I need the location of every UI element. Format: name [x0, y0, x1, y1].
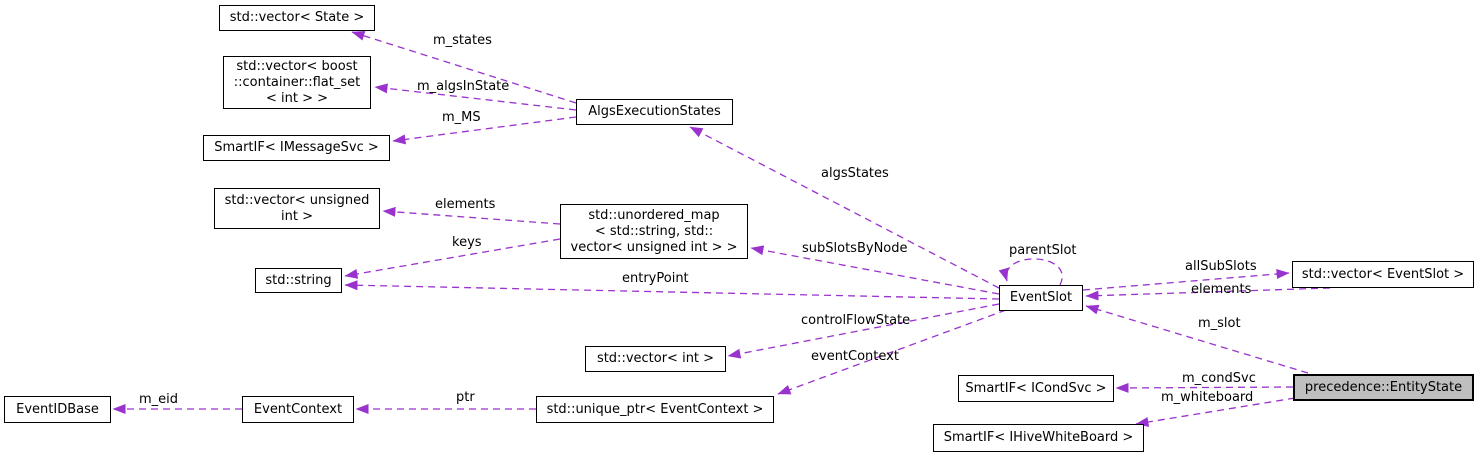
- node-event-id-base[interactable]: EventIDBase: [4, 396, 111, 423]
- edge-label-m-algsInState: m_algsInState: [417, 79, 510, 94]
- edge-label-allSubSlots: allSubSlots: [1185, 259, 1257, 274]
- edge-label-subSlotsByNode: subSlotsByNode: [802, 241, 908, 256]
- edge-label-m-eid: m_eid: [139, 392, 179, 407]
- edge-label-m-states: m_states: [433, 33, 492, 48]
- edge-label-m-MS: m_MS: [442, 110, 481, 125]
- edge-label-m-condSvc: m_condSvc: [1182, 371, 1256, 386]
- node-smartif-ihivewhiteboard[interactable]: SmartIF< IHiveWhiteBoard >: [933, 424, 1144, 452]
- edge-label-m-whiteboard: m_whiteboard: [1161, 390, 1254, 405]
- edge-m-MS: [392, 116, 577, 145]
- edge-m-whiteboard: [1135, 397, 1296, 427]
- node-std-vector-event-slot[interactable]: std::vector< EventSlot >: [1292, 261, 1474, 288]
- node-std-vector-state[interactable]: std::vector< State >: [219, 5, 375, 31]
- node-std-vector-int[interactable]: std::vector< int >: [585, 346, 726, 372]
- edge-label-algsStates: algsStates: [821, 166, 889, 181]
- edge-m-condSvc: [1115, 382, 1294, 393]
- edge-elements-map: [382, 206, 561, 225]
- node-event-slot[interactable]: EventSlot: [999, 285, 1083, 311]
- edge-keys: [344, 238, 561, 279]
- edge-label-eventContext: eventContext: [811, 349, 899, 364]
- node-smartif-icondsvc[interactable]: SmartIF< ICondSvc >: [958, 375, 1114, 402]
- edge-subSlotsByNode: [750, 245, 1000, 295]
- edge-label-parentSlot: parentSlot: [1009, 243, 1077, 258]
- node-precedence-entity-state: precedence::EntityState: [1293, 374, 1474, 401]
- edge-m-algsInState: [374, 83, 577, 111]
- edge-label-m-slot: m_slot: [1198, 316, 1241, 331]
- node-smartif-imessagesvc[interactable]: SmartIF< IMessageSvc >: [203, 135, 390, 161]
- node-std-unordered-map[interactable]: std::unordered_map < std::string, std:: …: [560, 204, 748, 259]
- edge-allSubSlots: [1082, 269, 1290, 291]
- node-event-context[interactable]: EventContext: [242, 396, 354, 423]
- edge-label-entryPoint: entryPoint: [622, 271, 689, 286]
- edge-label-elements-vec: elements: [1191, 282, 1252, 297]
- edge-elements-vec: [1085, 287, 1331, 301]
- node-std-vector-flat-set[interactable]: std::vector< boost ::container::flat_set…: [223, 56, 371, 109]
- edge-label-keys: keys: [452, 235, 482, 250]
- edge-m-states: [351, 31, 577, 104]
- edge-eventContext: [777, 309, 1007, 395]
- edge-m-slot: [1085, 304, 1309, 374]
- node-algs-execution-states[interactable]: AlgsExecutionStates: [576, 99, 733, 125]
- node-std-unique-ptr-event-context[interactable]: std::unique_ptr< EventContext >: [536, 396, 774, 423]
- edge-entryPoint: [344, 280, 1000, 300]
- edge-controlFlowState: [727, 303, 1000, 359]
- edge-label-elements-map: elements: [435, 197, 496, 212]
- edge-parentSlot: [998, 258, 1063, 286]
- edge-label-controlFlowState: controlFlowState: [801, 313, 911, 328]
- node-std-string[interactable]: std::string: [255, 268, 342, 293]
- node-std-vector-unsigned-int[interactable]: std::vector< unsigned int >: [214, 188, 380, 229]
- edge-algsStates: [689, 126, 1000, 289]
- edge-label-ptr: ptr: [456, 390, 475, 405]
